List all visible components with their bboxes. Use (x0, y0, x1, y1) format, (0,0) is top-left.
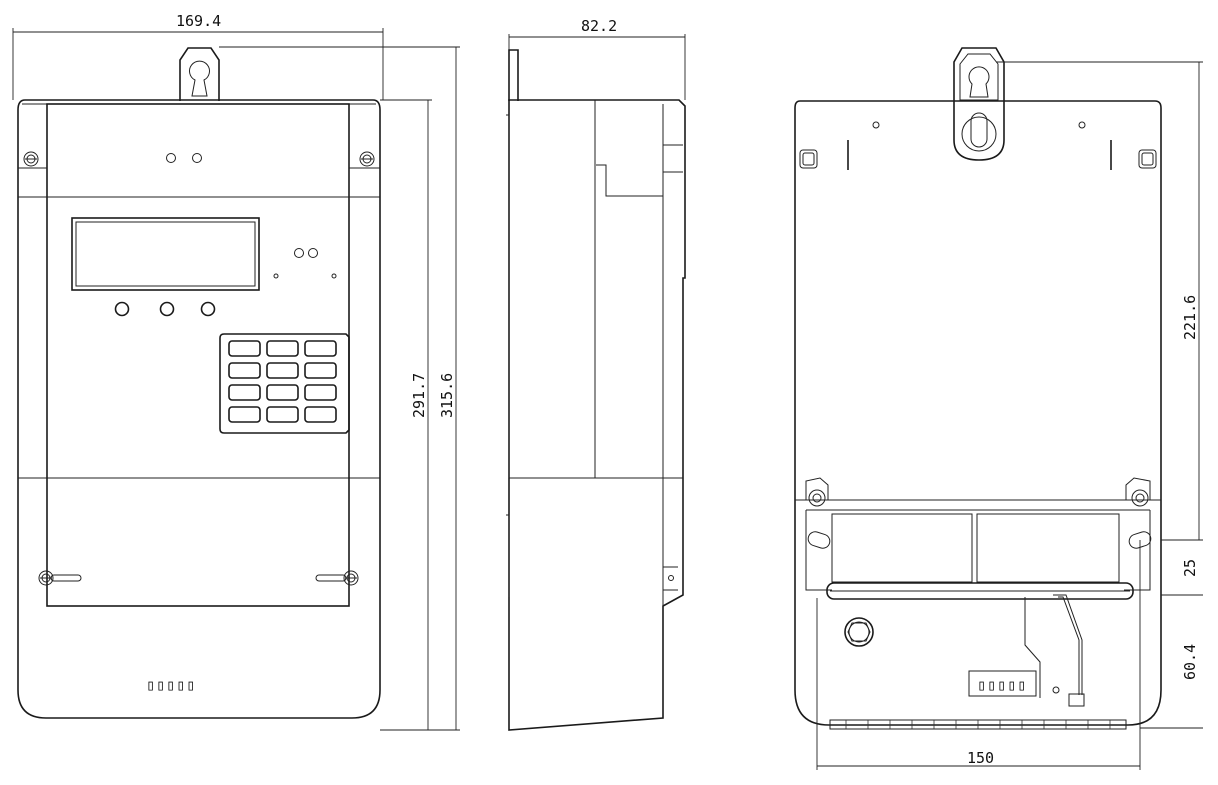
dim-back-mount-width: 150 (967, 749, 994, 767)
back-left-screw-icon (808, 489, 826, 507)
front-top-right-screw-icon (359, 151, 375, 167)
front-keyhole-icon (189, 60, 210, 97)
front-view: ▯▯▯▯▯ 169.4 291.7 315.6 (12, 12, 460, 731)
back-connector (1068, 693, 1085, 707)
front-body-outline (17, 99, 381, 719)
front-lcd-display (71, 217, 260, 291)
back-keyhole-icon (968, 66, 990, 98)
back-terminal-strip-ticks (845, 720, 1111, 729)
dim-front-body-height: 291.7 (410, 373, 428, 418)
keypad-key (304, 384, 337, 401)
back-right-screw-icon (1131, 489, 1149, 507)
back-body-outline (794, 100, 1162, 726)
keypad-key (266, 362, 299, 379)
front-cover (46, 103, 350, 607)
keypad-key (228, 406, 261, 423)
front-keypad-keys (228, 340, 337, 423)
front-bottom-right-screw-icon (343, 570, 359, 586)
dim-back-bottom-offset: 60.4 (1181, 644, 1199, 680)
front-hanging-tab (179, 47, 220, 101)
dim-side-depth: 82.2 (581, 17, 617, 35)
front-button-3 (200, 301, 216, 317)
front-led-4 (308, 248, 318, 258)
front-top-left-screw-icon (23, 151, 39, 167)
front-led-1 (166, 153, 176, 163)
front-button-2 (159, 301, 175, 317)
side-view: 82.2 (506, 17, 686, 731)
keypad-key (228, 340, 261, 357)
keypad-key (304, 362, 337, 379)
back-right-slot (1128, 531, 1152, 549)
front-terminal-marks: ▯▯▯▯▯ (146, 676, 196, 694)
back-terminal-marks: ▯▯▯▯▯ (977, 676, 1027, 694)
back-top-left-boss (799, 149, 818, 169)
keypad-key (304, 406, 337, 423)
dim-back-slot-offset: 25 (1181, 559, 1199, 577)
back-hanging-bracket (953, 47, 1005, 161)
keypad-key (266, 340, 299, 357)
front-bottom-left-screw-icon (38, 570, 54, 586)
back-left-slot (807, 531, 831, 549)
front-button-1 (114, 301, 130, 317)
keypad-key (266, 384, 299, 401)
back-long-slot (826, 582, 1134, 600)
back-terminal-box (968, 670, 1037, 697)
dim-front-total-height: 315.6 (438, 373, 456, 418)
side-body-outline (508, 99, 686, 731)
keypad-key (266, 406, 299, 423)
back-top-right-boss (1138, 149, 1157, 169)
dim-front-width: 169.4 (176, 12, 221, 30)
dim-back-mount-height: 221.6 (1181, 295, 1199, 340)
keypad-key (228, 362, 261, 379)
keypad-key (228, 384, 261, 401)
side-screw-hole (668, 575, 674, 581)
back-wire-1 (1024, 597, 1041, 698)
back-view: ▯▯▯▯▯ 221.6 25 60.4 150 (794, 47, 1203, 770)
keypad-key (304, 340, 337, 357)
back-wire-2 (1058, 596, 1080, 695)
front-led-3 (294, 248, 304, 258)
front-keypad-frame (219, 333, 350, 434)
front-led-2 (192, 153, 202, 163)
back-round-knob-icon (844, 617, 874, 647)
side-tab (508, 49, 519, 101)
